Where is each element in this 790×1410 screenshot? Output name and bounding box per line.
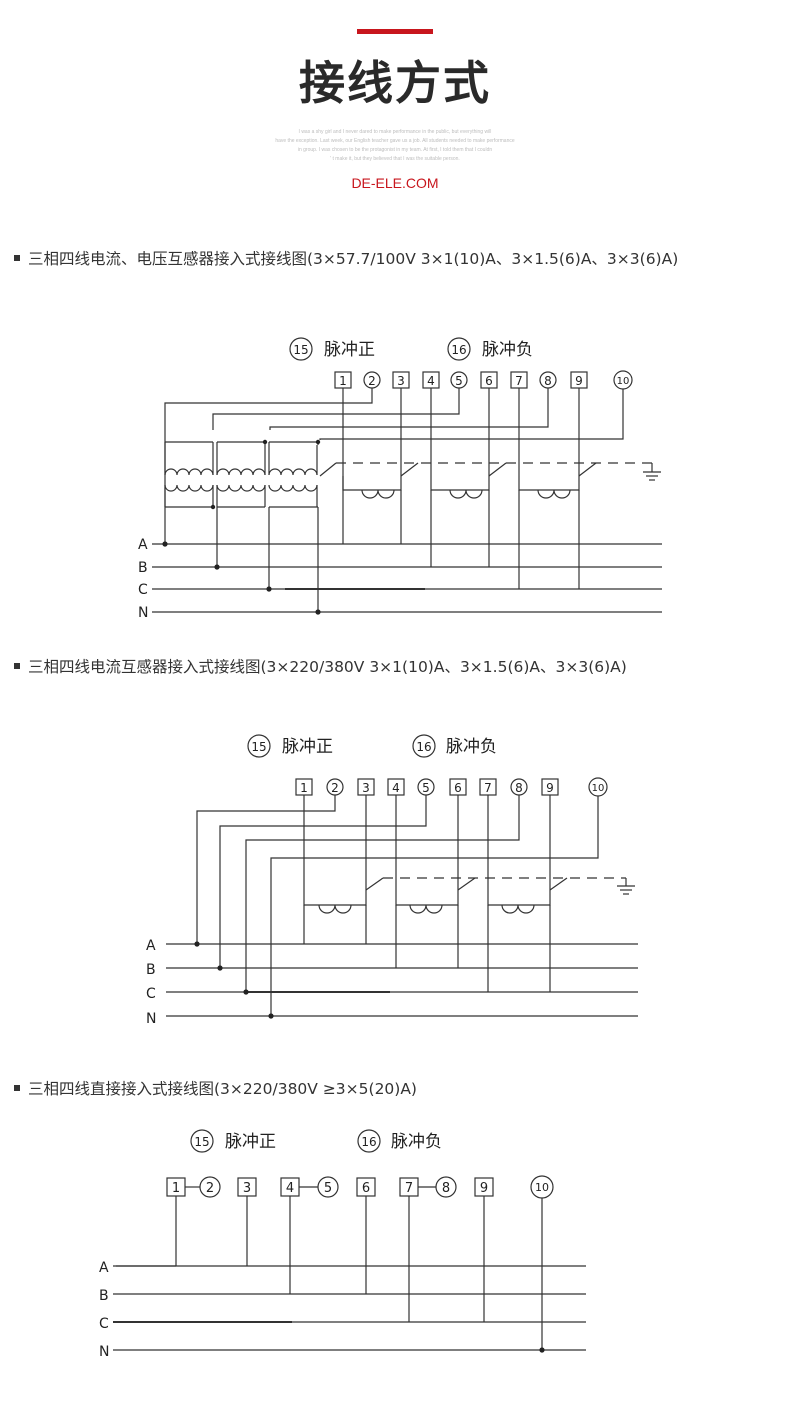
line-label-b: B <box>146 962 156 978</box>
wiring-lines <box>166 795 638 1017</box>
terminal-circle <box>435 1176 457 1198</box>
pulse-negative-label: 16 脉冲负 <box>412 734 497 758</box>
terminal-label: 6 <box>485 374 493 388</box>
junction-dots <box>539 1347 545 1353</box>
terminal-label: 10 <box>592 783 605 794</box>
terminal-label: 1 <box>300 781 308 795</box>
section-heading-text: 三相四线直接接入式接线图(3×220/380V ≥3×5(20)A) <box>28 1080 417 1098</box>
pulse-positive-text: 脉冲正 <box>324 340 375 360</box>
terminal-label: 9 <box>575 374 583 388</box>
wiring-diagram-ct-vt: 15 脉冲正 16 脉冲负 1 2 3 4 5 6 7 8 9 10 A B C… <box>138 337 662 621</box>
bullet-square-icon <box>14 254 20 261</box>
terminal-label: 3 <box>397 374 405 388</box>
terminal-label: 10 <box>617 376 630 387</box>
section-heading-1: 三相四线电流、电压互感器接入式接线图(3×57.7/100V 3×1(10)A、… <box>14 247 678 269</box>
terminal-label: 4 <box>286 1181 294 1196</box>
line-label-c: C <box>138 582 148 598</box>
pulse-negative-number: 16 <box>416 740 431 754</box>
line-label-n: N <box>146 1011 156 1027</box>
terminal-label: 8 <box>544 374 552 388</box>
section-heading-text: 三相四线电流、电压互感器接入式接线图(3×57.7/100V 3×1(10)A、… <box>28 250 679 268</box>
terminal-label: 4 <box>427 374 435 388</box>
terminal-label: 7 <box>484 781 492 795</box>
terminal-label: 2 <box>206 1181 214 1196</box>
terminal-label: 7 <box>515 374 523 388</box>
line-label-c: C <box>146 986 156 1002</box>
terminal-label: 3 <box>362 781 370 795</box>
terminal-label: 8 <box>515 781 523 795</box>
pulse-positive-label: 15 脉冲正 <box>190 1129 276 1153</box>
pulse-positive-text: 脉冲正 <box>282 737 333 757</box>
bullet-square-icon <box>14 662 20 669</box>
terminal-label: 1 <box>339 374 347 388</box>
line-label-b: B <box>99 1288 109 1304</box>
circled-number-16 <box>412 734 436 758</box>
wiring-diagram-ct: 15 脉冲正 16 脉冲负 1 2 3 4 5 6 7 8 9 10 A B C… <box>146 734 638 1027</box>
site-url: DE-ELE.COM <box>351 175 439 191</box>
terminal-label: 5 <box>324 1181 332 1196</box>
wiring-lines <box>152 388 662 613</box>
pulse-positive-number: 15 <box>293 343 308 357</box>
title-accent-bar <box>357 29 433 34</box>
terminal-label: 3 <box>243 1181 251 1196</box>
terminal-label: 6 <box>362 1181 370 1196</box>
line-label-a: A <box>146 938 156 954</box>
section-heading-text: 三相四线电流互感器接入式接线图(3×220/380V 3×1(10)A、3×1.… <box>28 658 627 676</box>
terminal-label: 10 <box>535 1181 549 1194</box>
filler-line: in group. I was chosen to be the protago… <box>297 147 493 153</box>
junction-dots <box>194 941 274 1019</box>
pulse-negative-number: 16 <box>361 1135 376 1149</box>
wiring-diagram-direct: 15 脉冲正 16 脉冲负 1 2 3 4 5 6 7 8 9 10 A B C… <box>99 1129 586 1360</box>
section-heading-3: 三相四线直接接入式接线图(3×220/380V ≥3×5(20)A) <box>14 1077 417 1099</box>
terminal-label: 5 <box>422 781 430 795</box>
terminal-strip: 1 2 3 4 5 6 7 8 9 10 <box>334 370 633 390</box>
circled-number-16 <box>447 337 471 361</box>
circled-number-16 <box>357 1129 381 1153</box>
line-label-c: C <box>99 1316 109 1332</box>
line-label-a: A <box>99 1260 109 1276</box>
line-label-b: B <box>138 560 148 576</box>
terminal-label: 9 <box>546 781 554 795</box>
terminal-label: 9 <box>480 1181 488 1196</box>
terminal-strip: 1 2 3 4 5 6 7 8 9 10 <box>166 1175 554 1199</box>
pulse-positive-number: 15 <box>194 1135 209 1149</box>
terminal-label: 6 <box>454 781 462 795</box>
pulse-positive-number: 15 <box>251 740 266 754</box>
pulse-negative-label: 16 脉冲负 <box>447 337 533 361</box>
pulse-negative-text: 脉冲负 <box>482 340 533 360</box>
terminal-label: 4 <box>392 781 400 795</box>
terminal-label: 8 <box>442 1181 450 1196</box>
line-label-a: A <box>138 537 148 553</box>
decorative-filler-text: I was a shy girl and I never dared to ma… <box>200 128 590 164</box>
bullet-square-icon <box>14 1084 20 1091</box>
terminal-circle <box>317 1176 339 1198</box>
terminal-label: 5 <box>455 374 463 388</box>
pulse-positive-text: 脉冲正 <box>225 1132 276 1152</box>
pulse-positive-label: 15 脉冲正 <box>247 734 333 758</box>
pulse-positive-label: 15 脉冲正 <box>289 337 375 361</box>
junction-dots <box>162 439 321 615</box>
pulse-negative-text: 脉冲负 <box>446 737 497 757</box>
filler-line: have the exception. Last week, our Engli… <box>275 138 515 144</box>
line-label-n: N <box>99 1344 109 1360</box>
circled-number-15 <box>289 337 313 361</box>
filler-line: ' t make it, but they believed that I wa… <box>330 156 460 162</box>
terminal-label: 7 <box>405 1181 413 1196</box>
circled-number-15 <box>247 734 271 758</box>
pulse-negative-text: 脉冲负 <box>391 1132 442 1152</box>
pulse-negative-number: 16 <box>451 343 466 357</box>
line-label-n: N <box>138 605 148 621</box>
terminal-strip: 1 2 3 4 5 6 7 8 9 10 <box>295 777 608 797</box>
wiring-lines <box>113 1196 586 1351</box>
page-title: 接线方式 <box>299 56 491 110</box>
terminal-label: 1 <box>172 1181 180 1196</box>
filler-line: I was a shy girl and I never dared to ma… <box>298 129 492 135</box>
pulse-negative-label: 16 脉冲负 <box>357 1129 442 1153</box>
terminal-circle <box>199 1176 221 1198</box>
terminal-label: 2 <box>368 374 376 388</box>
circled-number-15 <box>190 1129 214 1153</box>
terminal-label: 2 <box>331 781 339 795</box>
section-heading-2: 三相四线电流互感器接入式接线图(3×220/380V 3×1(10)A、3×1.… <box>14 655 627 677</box>
